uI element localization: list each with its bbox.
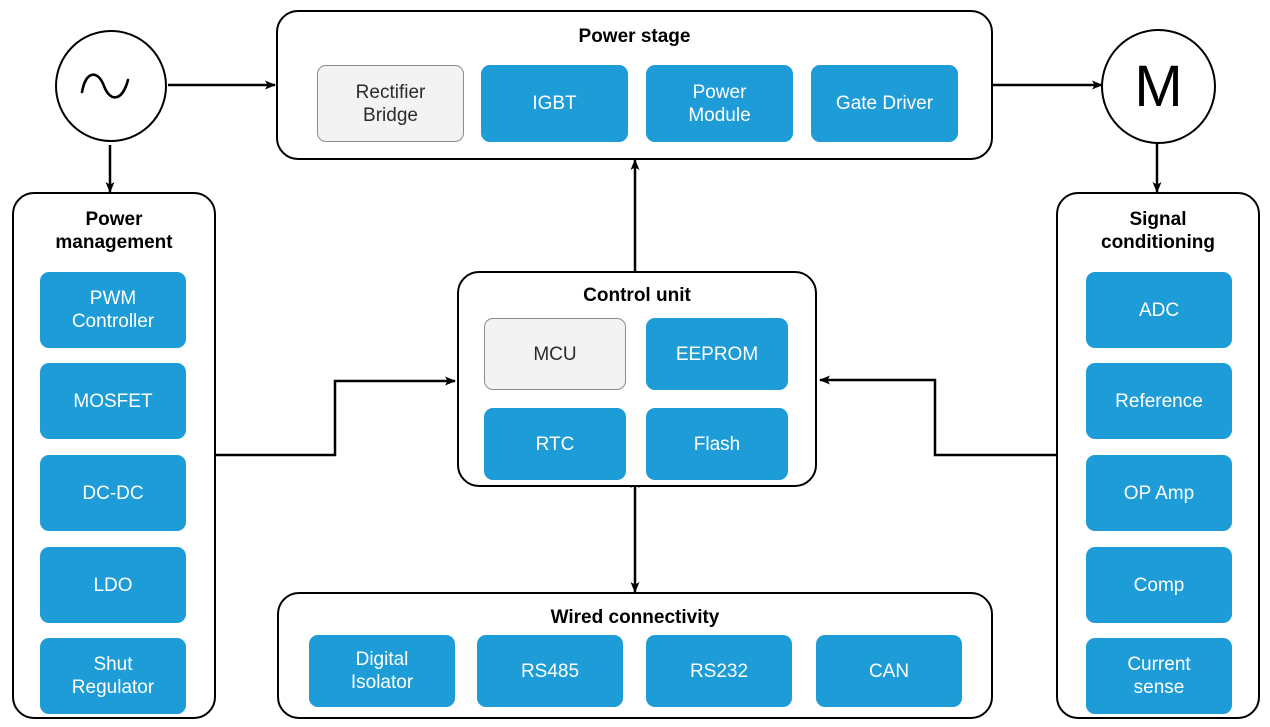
ac-source-symbol[interactable] bbox=[55, 30, 167, 142]
block-gate-driver[interactable]: Gate Driver bbox=[811, 65, 958, 142]
group-wired-connectivity-title: Wired connectivity bbox=[550, 607, 720, 628]
block-adc[interactable]: ADC bbox=[1086, 272, 1232, 348]
wire-signal-conditioning-to-control bbox=[819, 375, 1056, 457]
block-power-module[interactable]: Power Module bbox=[646, 65, 793, 142]
group-control-unit-title: Control unit bbox=[583, 285, 691, 306]
motor-symbol[interactable]: M bbox=[1101, 29, 1216, 144]
block-dc-dc[interactable]: DC-DC bbox=[40, 455, 186, 531]
group-signal-conditioning-title: Signal conditioning bbox=[1101, 209, 1215, 253]
block-igbt[interactable]: IGBT bbox=[481, 65, 628, 142]
block-ldo[interactable]: LDO bbox=[40, 547, 186, 623]
block-shut-regulator[interactable]: Shut Regulator bbox=[40, 638, 186, 714]
block-rectifier-bridge[interactable]: Rectifier Bridge bbox=[317, 65, 464, 142]
motor-label: M bbox=[1134, 53, 1183, 119]
block-mosfet[interactable]: MOSFET bbox=[40, 363, 186, 439]
block-rs232[interactable]: RS232 bbox=[646, 635, 792, 707]
block-rs485[interactable]: RS485 bbox=[477, 635, 623, 707]
block-flash[interactable]: Flash bbox=[646, 408, 788, 480]
block-rtc[interactable]: RTC bbox=[484, 408, 626, 480]
block-comp[interactable]: Comp bbox=[1086, 547, 1232, 623]
group-power-management[interactable]: Power management PWM Controller MOSFET D… bbox=[12, 192, 216, 719]
group-power-stage[interactable]: Power stage Rectifier Bridge IGBT Power … bbox=[276, 10, 993, 160]
group-power-stage-title: Power stage bbox=[578, 26, 691, 47]
group-signal-conditioning[interactable]: Signal conditioning ADC Reference OP Amp… bbox=[1056, 192, 1260, 719]
block-mcu[interactable]: MCU bbox=[484, 318, 626, 390]
group-control-unit[interactable]: Control unit MCU EEPROM RTC Flash bbox=[457, 271, 817, 487]
block-reference[interactable]: Reference bbox=[1086, 363, 1232, 439]
group-wired-connectivity[interactable]: Wired connectivity Digital Isolator RS48… bbox=[277, 592, 993, 719]
block-eeprom[interactable]: EEPROM bbox=[646, 318, 788, 390]
group-power-management-title: Power management bbox=[55, 209, 173, 253]
block-pwm-controller[interactable]: PWM Controller bbox=[40, 272, 186, 348]
block-can[interactable]: CAN bbox=[816, 635, 962, 707]
sine-wave-icon bbox=[80, 73, 130, 99]
block-op-amp[interactable]: OP Amp bbox=[1086, 455, 1232, 531]
block-current-sense[interactable]: Current sense bbox=[1086, 638, 1232, 714]
wire-power-management-to-control bbox=[216, 376, 456, 457]
block-digital-isolator[interactable]: Digital Isolator bbox=[309, 635, 455, 707]
